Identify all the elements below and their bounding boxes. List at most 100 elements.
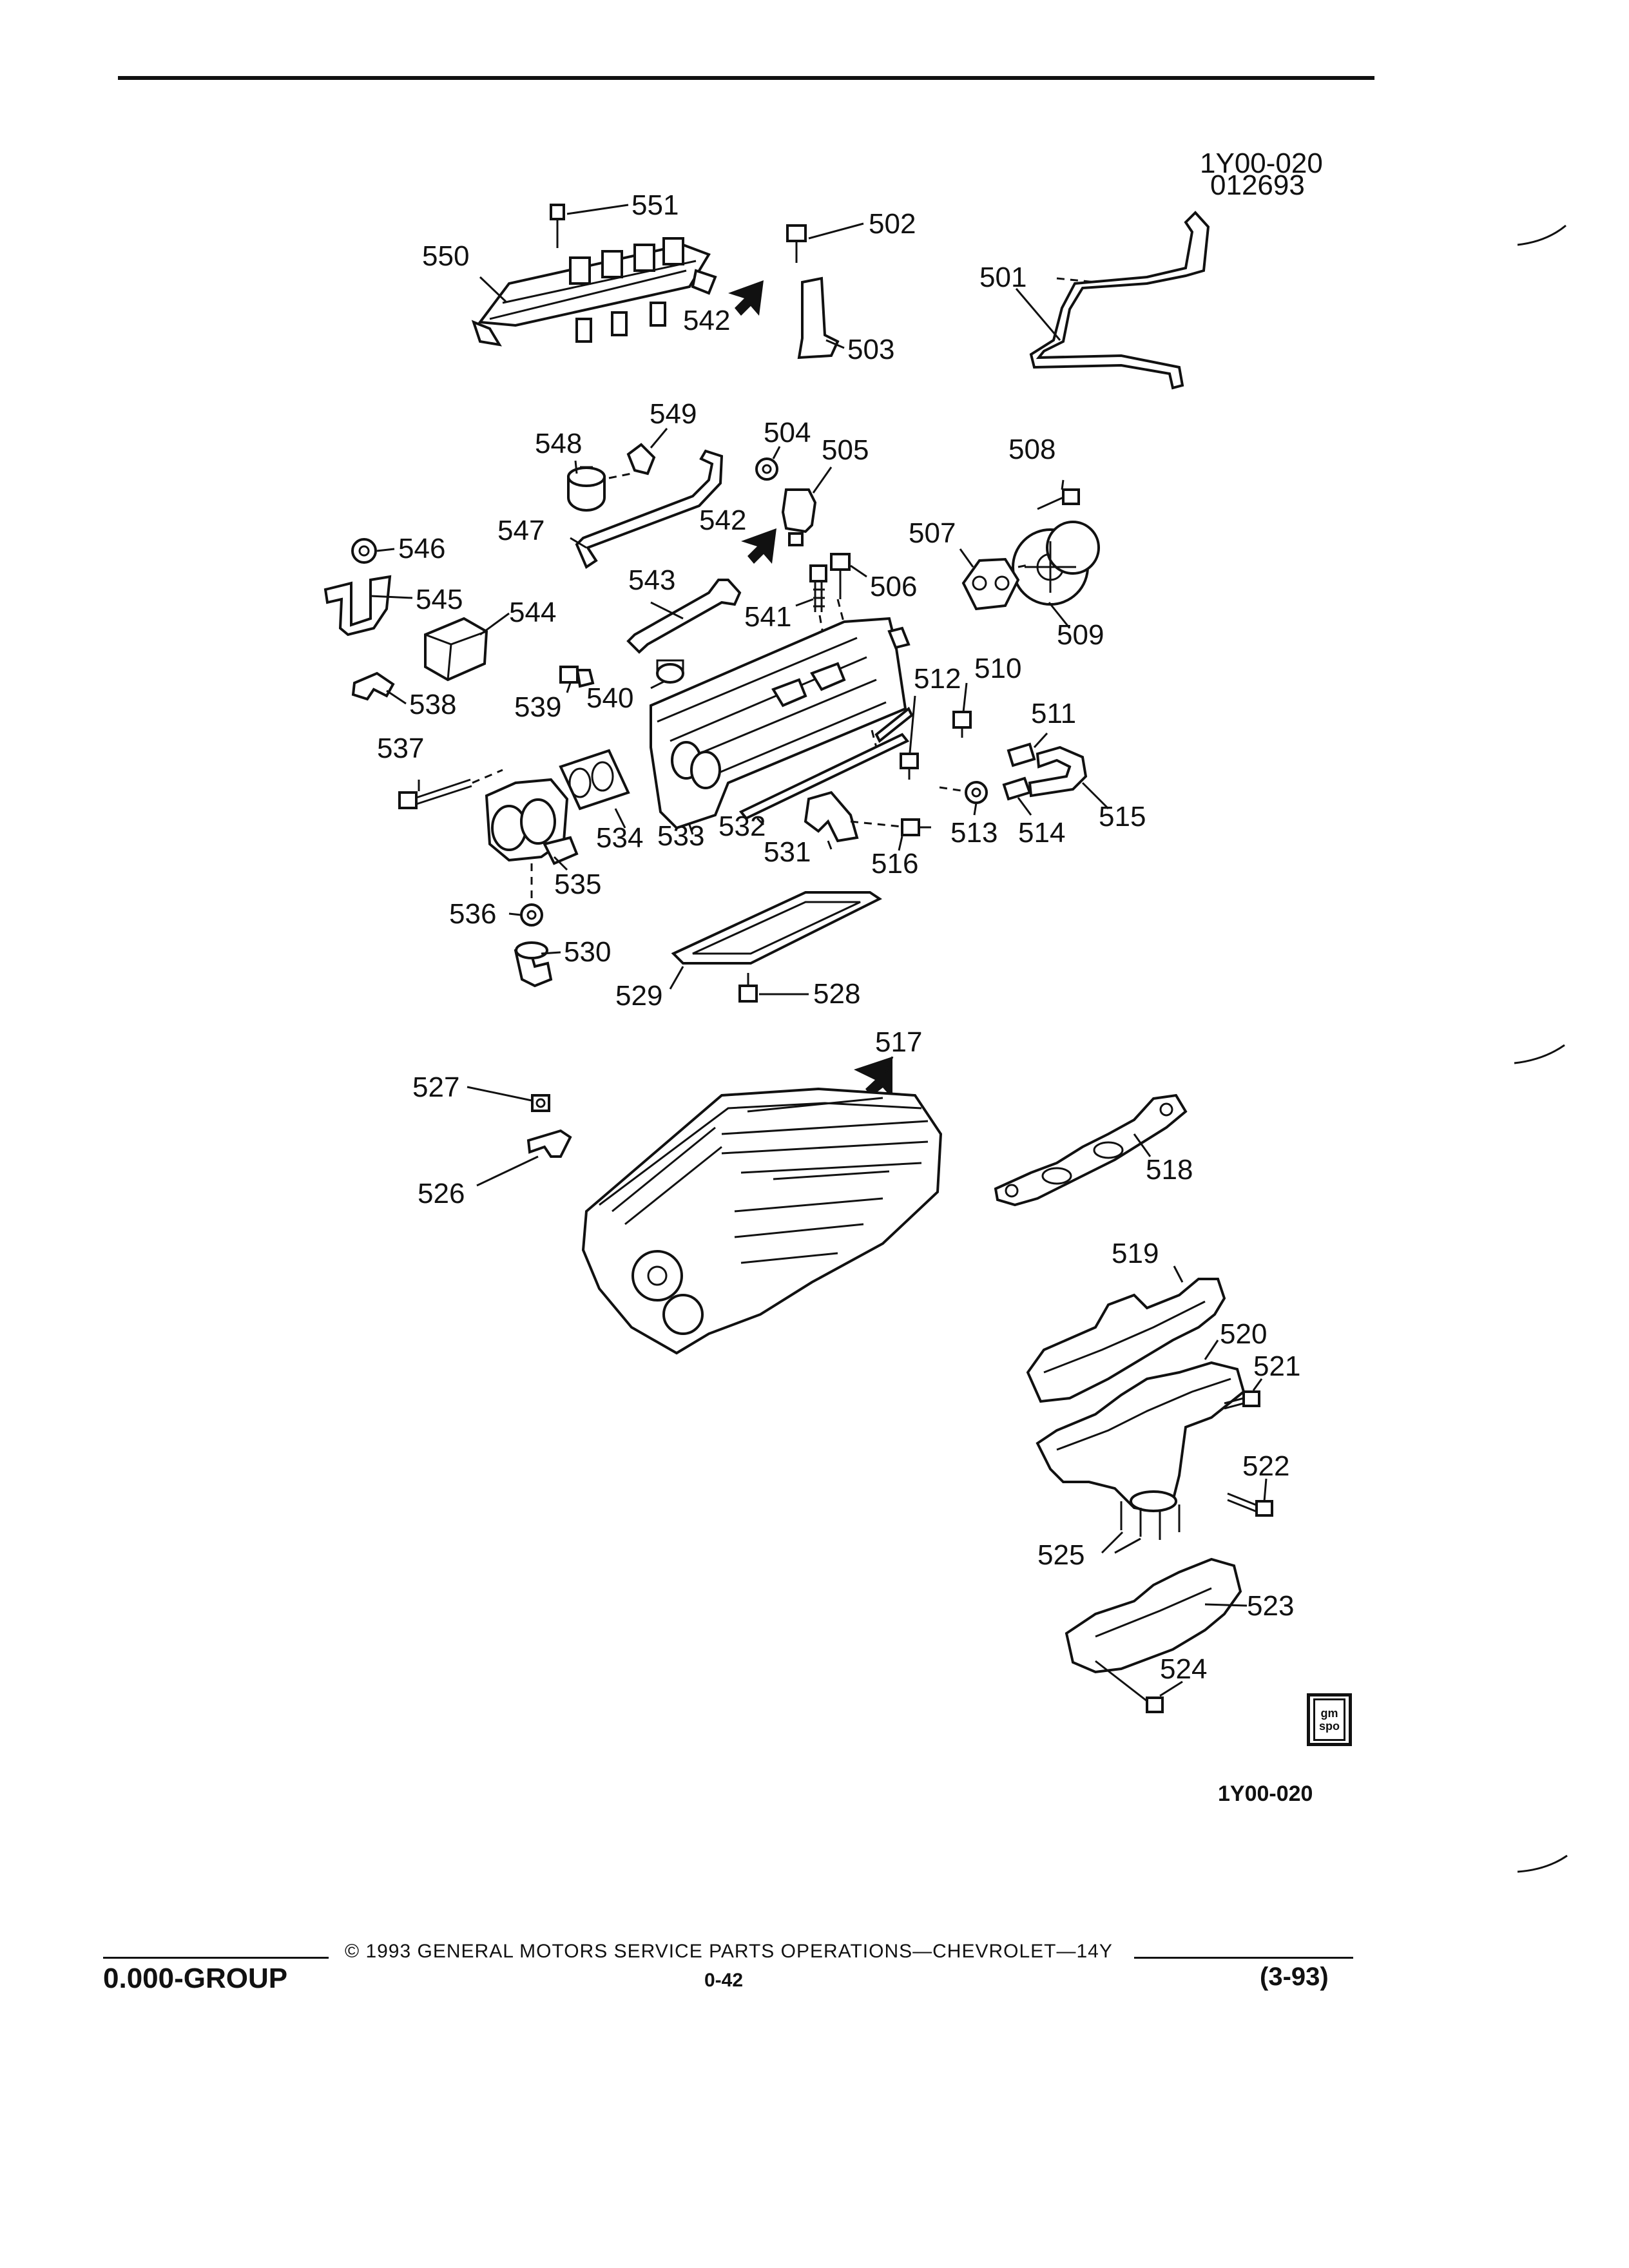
valley-cover-part-529 bbox=[671, 891, 882, 965]
plug-part-540 bbox=[656, 659, 684, 684]
label-532: 532 bbox=[718, 811, 766, 842]
label-535: 535 bbox=[554, 869, 601, 900]
bolt-part-512 bbox=[900, 753, 919, 780]
label-537: 537 bbox=[377, 733, 424, 764]
hose-part-543 bbox=[626, 579, 742, 654]
heat-shield-part-523 bbox=[1065, 1557, 1242, 1674]
engine-block-part-517 bbox=[581, 1087, 943, 1355]
label-527: 527 bbox=[412, 1072, 459, 1103]
fuel-rail-part-550 bbox=[471, 237, 717, 347]
label-540: 540 bbox=[586, 682, 633, 714]
label-516: 516 bbox=[871, 848, 918, 879]
label-528: 528 bbox=[813, 978, 860, 1010]
pipe-part-501 bbox=[1029, 211, 1210, 390]
label-545: 545 bbox=[416, 584, 463, 615]
figure-caption: 1Y00-020 bbox=[1218, 1782, 1313, 1806]
binding-mark-1 bbox=[1517, 224, 1566, 246]
group-label: 0.000-GROUP bbox=[103, 1963, 288, 1994]
bolt-part-502 bbox=[786, 224, 807, 263]
label-551: 551 bbox=[631, 189, 679, 221]
bolt-part-551 bbox=[550, 204, 565, 248]
label-539: 539 bbox=[514, 691, 561, 723]
heat-shield-part-519 bbox=[1026, 1278, 1226, 1403]
bracket-part-531 bbox=[804, 791, 859, 843]
bolt-part-522 bbox=[1227, 1492, 1273, 1517]
page-number: 0-42 bbox=[704, 1970, 744, 1991]
label-547: 547 bbox=[497, 515, 545, 546]
label-504: 504 bbox=[764, 417, 811, 448]
bracket-part-503 bbox=[797, 276, 840, 360]
label-550: 550 bbox=[422, 240, 469, 272]
label-548: 548 bbox=[535, 428, 582, 459]
label-508: 508 bbox=[1008, 434, 1055, 465]
label-538: 538 bbox=[409, 689, 456, 720]
bolt-part-521 bbox=[1224, 1390, 1260, 1410]
egr-valve-part-509 bbox=[1012, 521, 1100, 606]
label-520: 520 bbox=[1220, 1318, 1267, 1350]
label-529: 529 bbox=[615, 980, 662, 1012]
copyright-notice: © 1993 GENERAL MOTORS SERVICE PARTS OPER… bbox=[345, 1941, 1113, 1962]
footer-rule-left bbox=[103, 1957, 329, 1959]
direction-arrow-542-top bbox=[728, 280, 764, 316]
sensor-part-526 bbox=[526, 1129, 572, 1158]
label-533: 533 bbox=[657, 820, 704, 852]
gmspo-logo: gm spo bbox=[1307, 1693, 1352, 1746]
illustration-code: 1Y00-020 bbox=[1200, 148, 1323, 179]
direction-arrow-517 bbox=[854, 1057, 892, 1099]
label-501: 501 bbox=[979, 262, 1027, 293]
logo-text-gm: gm bbox=[1320, 1707, 1338, 1720]
exhaust-manifold-part-520 bbox=[1036, 1361, 1246, 1513]
label-542-middle: 542 bbox=[699, 505, 746, 536]
label-522: 522 bbox=[1242, 1450, 1289, 1482]
nut-part-546 bbox=[351, 538, 377, 564]
nut-part-513 bbox=[965, 781, 988, 804]
illustration-date: 012693 bbox=[1210, 169, 1305, 201]
egr-gasket-part-507 bbox=[961, 557, 1020, 611]
label-503: 503 bbox=[847, 334, 894, 365]
label-513: 513 bbox=[950, 817, 998, 849]
binding-mark-3 bbox=[1517, 1854, 1568, 1873]
bolt-part-510 bbox=[952, 711, 972, 738]
hose-part-547 bbox=[575, 449, 724, 569]
label-546: 546 bbox=[398, 533, 445, 564]
elbow-hose-part-530 bbox=[514, 941, 553, 988]
nut-part-504 bbox=[755, 457, 778, 481]
logo-text-spo: spo bbox=[1318, 1720, 1340, 1733]
label-514: 514 bbox=[1018, 817, 1065, 849]
manifold-gasket-part-532 bbox=[738, 706, 914, 820]
bolt-part-508 bbox=[1037, 488, 1080, 510]
binding-mark-2 bbox=[1514, 1044, 1565, 1064]
label-512: 512 bbox=[914, 663, 961, 695]
bolt-part-537 bbox=[398, 778, 472, 809]
top-rule bbox=[118, 76, 1374, 80]
label-543: 543 bbox=[628, 564, 675, 596]
label-506: 506 bbox=[870, 571, 917, 602]
clamp-part-536 bbox=[520, 903, 543, 927]
bolt-part-524 bbox=[1095, 1660, 1164, 1713]
bolt-part-528 bbox=[738, 973, 758, 1003]
bolt-part-527 bbox=[531, 1094, 550, 1112]
relay-part-544 bbox=[424, 617, 488, 682]
label-507: 507 bbox=[909, 517, 956, 549]
fitting-part-511 bbox=[1007, 742, 1036, 767]
throttle-body-part-535 bbox=[485, 778, 579, 865]
revision-date: (3-93) bbox=[1260, 1963, 1329, 1991]
label-505: 505 bbox=[822, 434, 869, 466]
studs-part-525 bbox=[1120, 1501, 1181, 1540]
footer-rule-right bbox=[1134, 1957, 1353, 1959]
label-509: 509 bbox=[1057, 619, 1104, 651]
direction-arrow-542-middle bbox=[741, 528, 776, 564]
label-515: 515 bbox=[1099, 801, 1146, 832]
label-541: 541 bbox=[744, 601, 791, 633]
exhaust-gasket-part-518 bbox=[994, 1093, 1188, 1207]
stud-part-541 bbox=[809, 564, 827, 612]
sensor-part-505 bbox=[781, 488, 817, 546]
label-502: 502 bbox=[869, 208, 916, 240]
label-524: 524 bbox=[1160, 1653, 1207, 1685]
label-523: 523 bbox=[1247, 1590, 1294, 1622]
label-510: 510 bbox=[974, 653, 1021, 684]
label-518: 518 bbox=[1146, 1154, 1193, 1186]
sensor-part-539 bbox=[559, 666, 595, 688]
bolt-part-506 bbox=[830, 553, 851, 599]
